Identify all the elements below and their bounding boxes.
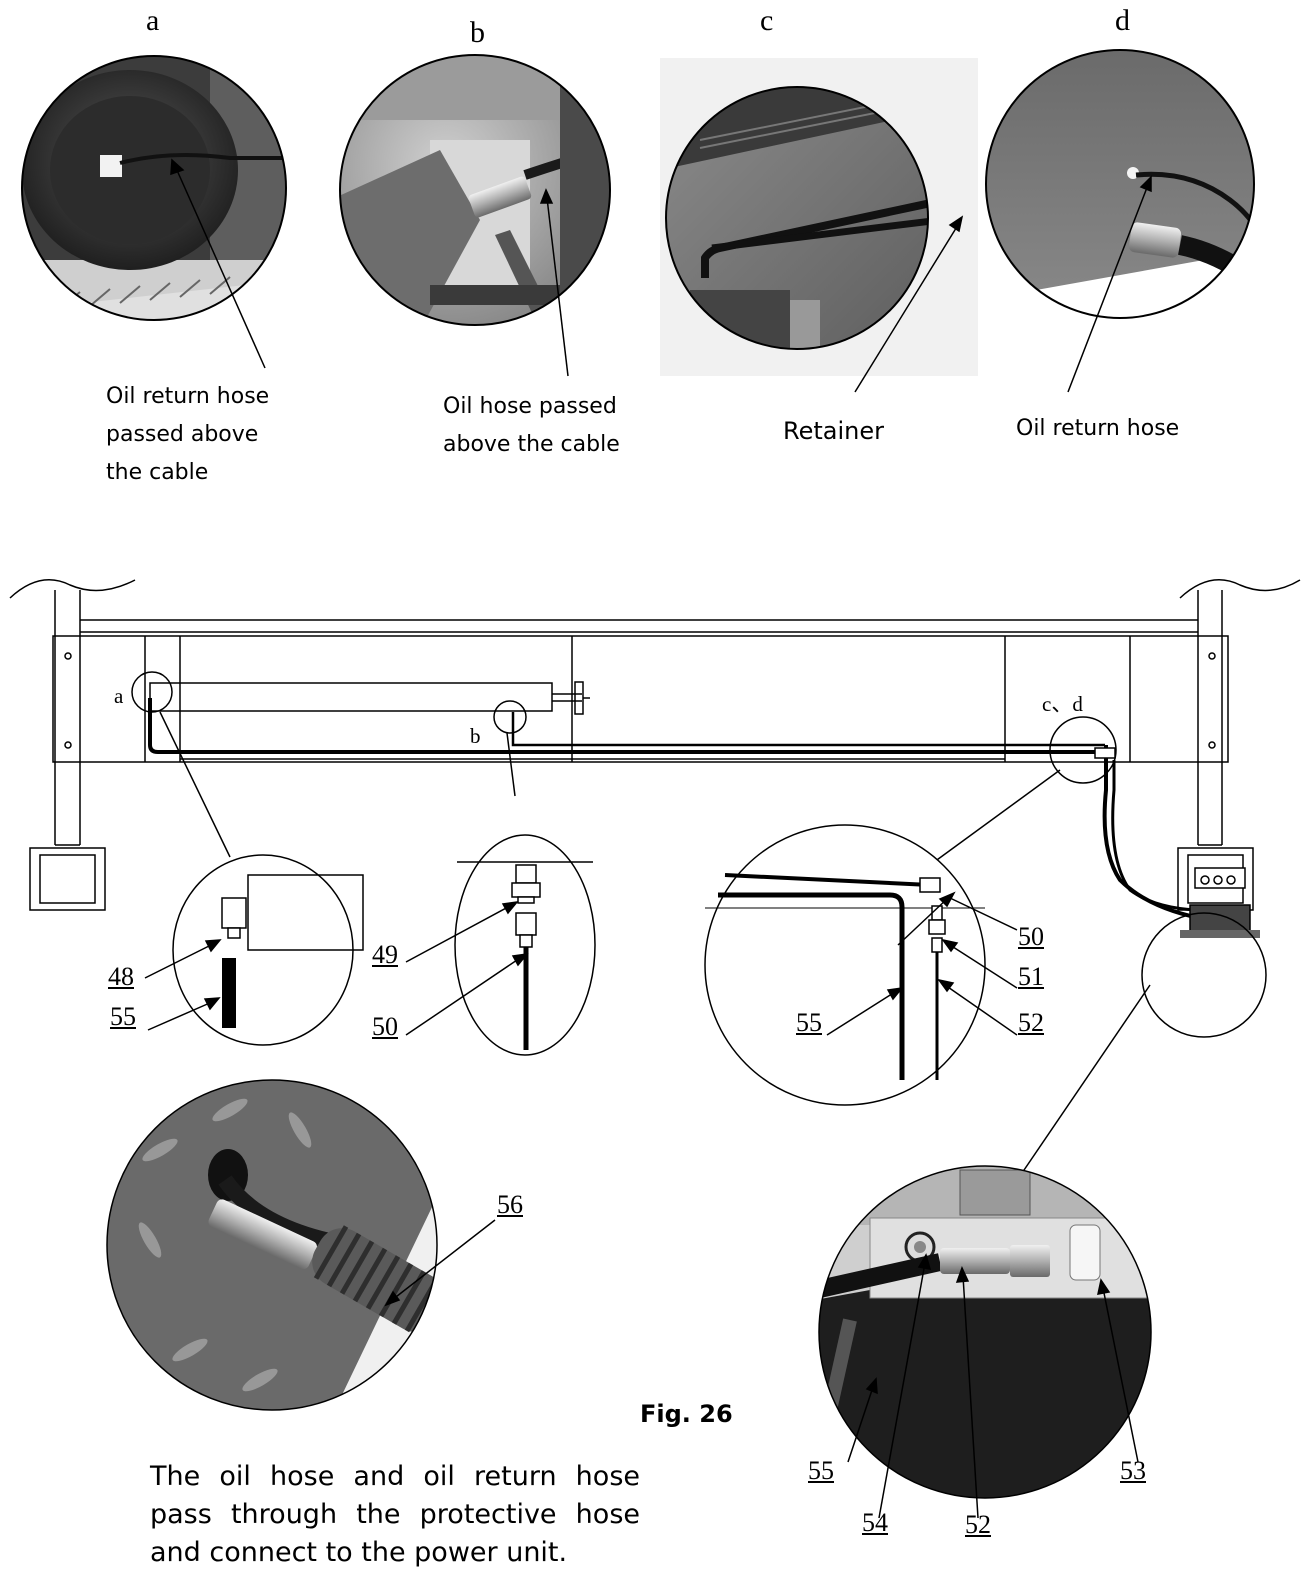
hose-lines (148, 698, 1216, 922)
part-48: 48 (108, 962, 134, 991)
part-50-middle: 50 (372, 1012, 398, 1041)
detail-50-51-52-55 (704, 824, 986, 1106)
caption-a: Oil return hose passed above the cable (106, 378, 269, 492)
part-leaders (144, 891, 1018, 1036)
caption-d: Oil return hose (1016, 410, 1179, 448)
leader-56 (384, 1219, 496, 1307)
figure-label: Fig. 26 (640, 1400, 733, 1428)
part-50-right: 50 (1018, 922, 1044, 951)
photo-c-leader (854, 215, 964, 393)
part-49: 49 (372, 940, 398, 969)
photo-d-letter: d (1115, 4, 1130, 37)
drawing-label-b: b (470, 724, 481, 748)
photo-a-leader (170, 158, 266, 369)
lift-drawing (9, 579, 1301, 1174)
photo-protective-hose (107, 1080, 437, 1410)
caption-a-line-3: the cable (106, 460, 209, 485)
photo-b-leader (539, 188, 569, 377)
part-52-bottom: 52 (965, 1510, 991, 1539)
part-55-bottom: 55 (808, 1456, 834, 1485)
caption-c: Retainer (783, 412, 884, 450)
part-55-left: 55 (110, 1002, 136, 1031)
detail-49-50 (454, 834, 596, 1056)
part-51: 51 (1018, 962, 1044, 991)
part-56: 56 (497, 1190, 523, 1219)
photo-b-letter: b (470, 16, 485, 49)
caption-c-line-1: Retainer (783, 417, 884, 445)
part-55-right: 55 (796, 1008, 822, 1037)
photo-d (986, 50, 1254, 318)
leaders-power-unit (847, 1253, 1139, 1519)
photo-a-letter: a (146, 4, 160, 37)
caption-a-line-2: passed above (106, 422, 259, 447)
caption-b-line-2: above the cable (443, 432, 620, 457)
photo-b (340, 55, 610, 325)
power-unit (1180, 904, 1260, 938)
caption-b-line-1: Oil hose passed (443, 394, 617, 419)
caption-a-line-1: Oil return hose (106, 384, 270, 409)
photo-c-letter: c (760, 4, 774, 37)
part-53: 53 (1120, 1456, 1146, 1485)
caption-b: Oil hose passed above the cable (443, 388, 620, 464)
drawing-label-cd: c、d (1042, 692, 1083, 716)
part-54: 54 (862, 1508, 888, 1537)
drawing-label-a: a (114, 684, 124, 708)
photo-d-leader (1067, 175, 1152, 393)
part-52-right: 52 (1018, 1008, 1044, 1037)
caption-d-line-1: Oil return hose (1016, 416, 1180, 441)
